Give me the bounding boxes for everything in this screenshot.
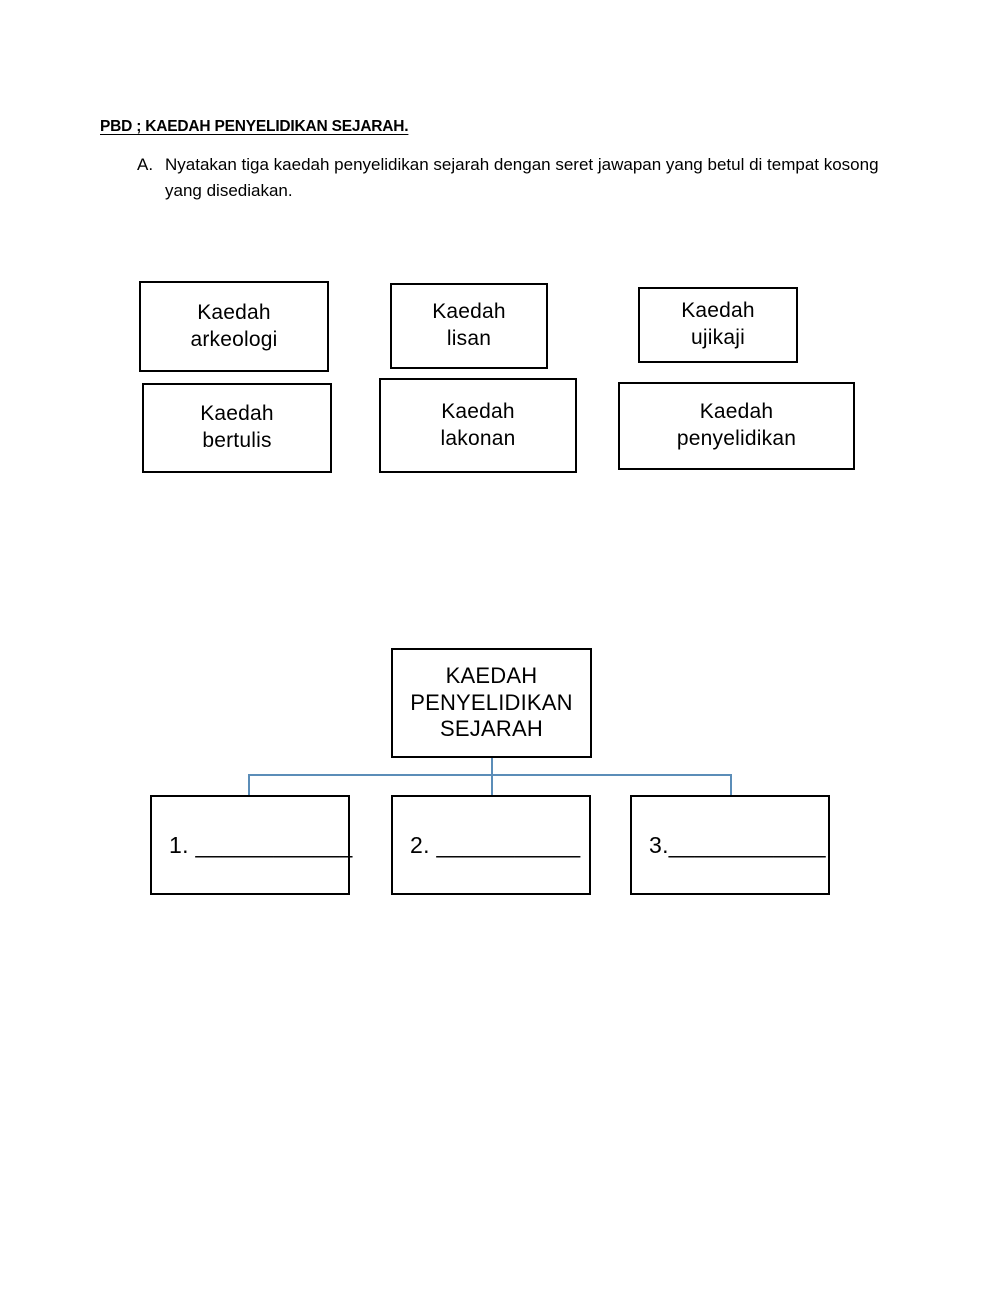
answer-box-2[interactable]: 2. ___________ bbox=[391, 795, 591, 895]
answer-box-3[interactable]: 3.____________ bbox=[630, 795, 830, 895]
answer-blank-1: 1. ____________ bbox=[169, 831, 353, 858]
instruction-text: Nyatakan tiga kaedah penyelidikan sejara… bbox=[165, 155, 879, 201]
answer-blank-2: 2. ___________ bbox=[410, 831, 581, 858]
connector-bar bbox=[248, 774, 732, 776]
instruction-marker: A. bbox=[137, 155, 154, 174]
diagram-root-label: KAEDAH PENYELIDIKAN SEJARAH bbox=[410, 662, 573, 742]
answer-box-1[interactable]: 1. ____________ bbox=[150, 795, 353, 895]
connector-leg-left bbox=[248, 774, 250, 796]
page-title: PBD ; KAEDAH PENYELIDIKAN SEJARAH. bbox=[100, 118, 409, 135]
diagram-root-node: KAEDAH PENYELIDIKAN SEJARAH bbox=[391, 648, 592, 758]
connector-stem bbox=[491, 758, 493, 796]
connector-leg-right bbox=[730, 774, 732, 796]
answer-blank-3: 3.____________ bbox=[649, 831, 826, 858]
instruction-item: A. Nyatakan tiga kaedah penyelidikan sej… bbox=[137, 152, 882, 205]
